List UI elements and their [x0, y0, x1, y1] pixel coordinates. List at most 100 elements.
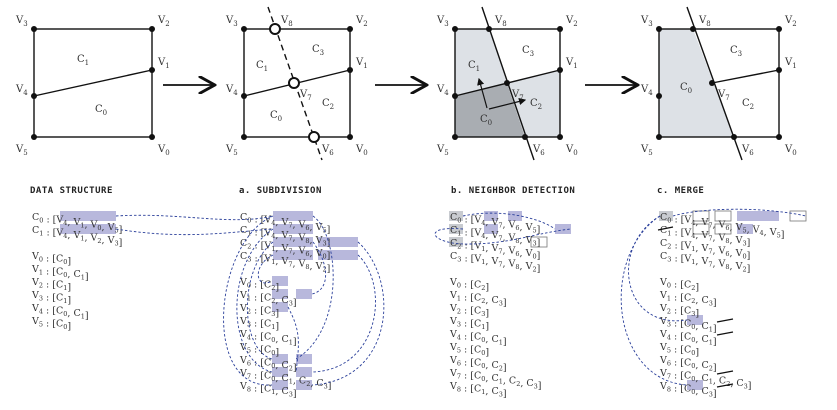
table-row: V0 : [C2]	[239, 277, 279, 293]
panel-neighbor: V3 V8 V2 V1 V4 V7 V5 V6 V0 C1 C3 C0 C2	[436, 6, 578, 161]
table-row: V6 : [C0, C2]	[659, 355, 717, 374]
table-merge: C0 : [V4, V7, V6, V5, V4, V5]C1 : [V4, V…	[659, 212, 784, 400]
svg-text:V3: V3	[640, 15, 653, 28]
table-row: V0 : [C2]	[659, 277, 699, 293]
table-row: V0 : [C0]	[31, 251, 71, 267]
table-row: V7 : [C0, C1, C2, C3]	[239, 368, 332, 392]
table-row: C0 : [V4, V7, V6, V5]	[450, 212, 540, 236]
table-row: V3 : [C1]	[449, 316, 489, 332]
table-row: C0 : [V4, V7, V6, V5, V4, V5]	[660, 212, 784, 241]
svg-text:V4: V4	[436, 84, 449, 97]
svg-text:V0: V0	[784, 144, 797, 157]
svg-text:V1: V1	[565, 57, 578, 70]
table-row: V3 : [C1]	[239, 316, 279, 332]
strike-marks	[657, 226, 734, 388]
table-row: C3 : [V1, V7, V8, V2]	[450, 251, 540, 275]
svg-text:C2: C2	[322, 98, 334, 111]
table-row: V2 : [C3]	[659, 303, 699, 319]
table-row: V8 : [C0, C3]	[659, 381, 717, 400]
svg-text:V7: V7	[299, 89, 312, 102]
svg-text:V5: V5	[436, 144, 449, 157]
label-v3: V3	[15, 15, 28, 28]
svg-text:V4: V4	[640, 84, 653, 97]
svg-text:V2: V2	[355, 15, 368, 28]
svg-text:V8: V8	[280, 15, 293, 28]
table-row: V5 : [C0]	[31, 316, 71, 332]
label-v2: V2	[157, 15, 170, 28]
panel-original: V3 V2 V1 V4 V5 V0 C1 C0	[15, 15, 170, 157]
table-row: V5 : [C0]	[239, 342, 279, 358]
header-neighbor: b. NEIGHBOR DETECTION	[451, 186, 575, 196]
table-row: C1 : [V4, V7, V8, V3]	[450, 225, 540, 249]
svg-text:V1: V1	[784, 57, 797, 70]
svg-text:C0: C0	[270, 110, 282, 123]
table-neighbor: C0 : [V4, V7, V6, V5]C1 : [V4, V7, V8, V…	[449, 212, 542, 400]
table-row: V7 : [C0, C1, C2, C3]	[659, 368, 752, 392]
table-row: V1 : [C2, C3]	[449, 290, 507, 309]
table-row: V1 : [C2, C3]	[659, 290, 717, 309]
header-subdivision: a. SUBDIVISION	[239, 186, 322, 196]
svg-text:V5: V5	[225, 144, 238, 157]
svg-text:V0: V0	[355, 144, 368, 157]
svg-text:V6: V6	[532, 144, 545, 157]
table-row: V8 : [C1, C3]	[239, 381, 297, 400]
svg-text:V3: V3	[436, 15, 449, 28]
svg-text:C1: C1	[256, 60, 268, 73]
table-row: C3 : [V1, V7, V8, V2]	[660, 251, 750, 275]
box-outlines	[530, 210, 807, 248]
label-v1: V1	[157, 57, 170, 70]
table-row: C2 : [V1, V7, V6, V0]	[660, 238, 750, 262]
svg-text:V4: V4	[225, 84, 238, 97]
svg-text:V5: V5	[640, 144, 653, 157]
svg-text:V6: V6	[321, 144, 334, 157]
svg-text:V2: V2	[784, 15, 797, 28]
table-subdivision: C0 : [V4, V7, V6, V5]C1 : [V4, V7, V8, V…	[239, 212, 332, 400]
svg-text:V0: V0	[565, 144, 578, 157]
table-row: V5 : [C0]	[659, 342, 699, 358]
table-row: V8 : [C1, C3]	[449, 381, 507, 400]
table-row: V2 : [C1]	[31, 277, 71, 293]
label-v0: V0	[157, 144, 170, 157]
table-row: C3 : [V1, V7, V8, V2]	[240, 251, 330, 275]
highlights	[60, 211, 779, 390]
table-row: V2 : [C3]	[449, 303, 489, 319]
table-row: V6 : [C0, C2]	[239, 355, 297, 374]
table-data-structure: C0 : [V4, V1, V0, V5]C1 : [V4, V1, V2, V…	[31, 212, 122, 332]
table-row: V3 : [C0, C1]	[659, 316, 717, 335]
svg-text:V8: V8	[698, 15, 711, 28]
label-c0: C0	[95, 104, 107, 117]
table-row: C0 : [V4, V1, V0, V5]	[32, 212, 122, 236]
table-row: C0 : [V4, V7, V6, V5]	[240, 212, 330, 236]
panel-merge: V3 V8 V2 V1 V4 V7 V5 V6 V0 C0 C3 C2	[640, 6, 797, 161]
svg-text:C3: C3	[312, 44, 324, 57]
svg-text:C3: C3	[730, 45, 742, 58]
table-row: V3 : [C1]	[31, 290, 71, 306]
table-row: V4 : [C0, C1]	[239, 329, 297, 348]
panel-subdivision: V3 V8 V2 V1 V4 V7 V5 V6 V0 C1 C3 C0 C2	[225, 6, 368, 161]
table-row: C2 : [V1, V7, V6, V0]	[450, 238, 540, 262]
table-row: V4 : [C0, C1]	[31, 303, 89, 322]
table-row: V4 : [C0, C1]	[449, 329, 507, 348]
table-row: V1 : [C0, C1]	[31, 264, 89, 283]
label-v5: V5	[15, 144, 28, 157]
table-row: C1 : [V4, V1, V2, V3]	[32, 225, 122, 249]
table-row: V0 : [C2]	[449, 277, 489, 293]
table-row: V1 : [C2, C3]	[239, 290, 297, 309]
svg-text:V3: V3	[225, 15, 238, 28]
header-data-structure: DATA STRUCTURE	[30, 186, 113, 196]
table-row: V7 : [C0, C1, C2, C3]	[449, 368, 542, 392]
svg-text:C2: C2	[742, 98, 754, 111]
table-row: V5 : [C0]	[449, 342, 489, 358]
label-v4: V4	[15, 84, 28, 97]
table-row: C1 : [V4, V7, V8, V3]	[660, 225, 750, 249]
table-row: V4 : [C0, C1]	[659, 329, 717, 348]
link-curves	[115, 208, 807, 386]
label-c1: C1	[77, 54, 89, 67]
table-row: V2 : [C3]	[239, 303, 279, 319]
svg-text:V2: V2	[565, 15, 578, 28]
svg-text:V6: V6	[741, 144, 754, 157]
table-row: V6 : [C0, C2]	[449, 355, 507, 374]
header-merge: c. MERGE	[657, 186, 704, 196]
svg-text:V8: V8	[494, 15, 507, 28]
